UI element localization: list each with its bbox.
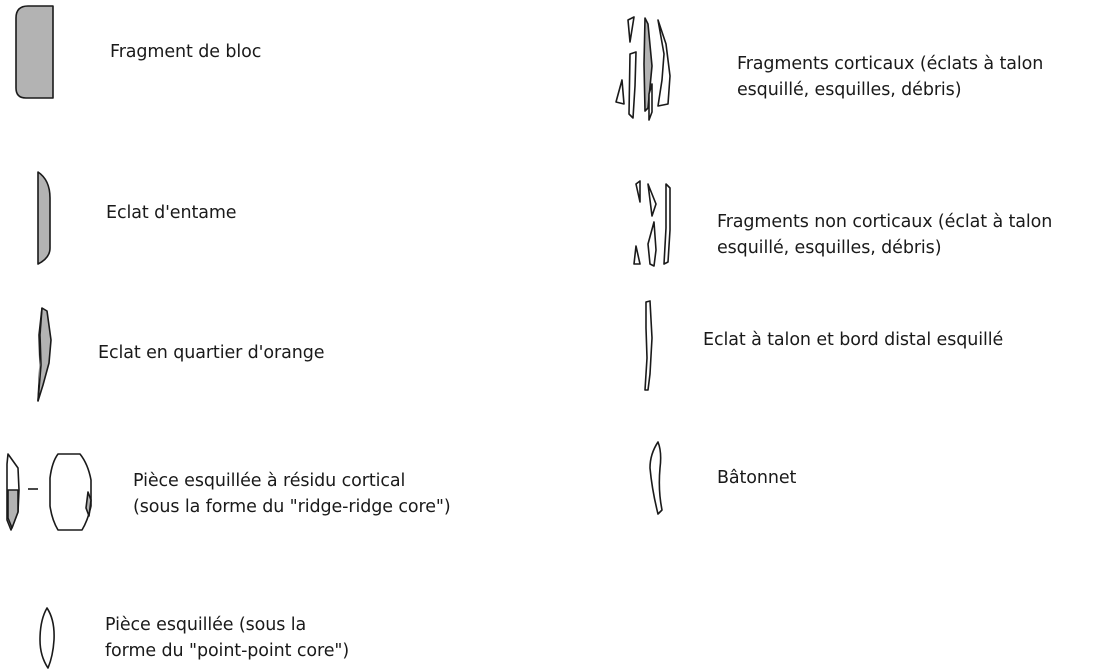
legend-label-fragments-non-corticaux: Fragments non corticaux (éclat à talon e… (717, 212, 1053, 258)
fragments-corticaux-icon (615, 16, 671, 121)
piece-esquillee-residu-profile-icon (6, 453, 20, 531)
piece-esquillee-point-point-icon (39, 607, 55, 669)
legend-label-batonnet: Bâtonnet (717, 468, 797, 488)
piece-esquillee-residu-face-icon (49, 453, 92, 531)
legend-label-eclat-talon-bord-distal: Eclat à talon et bord distal esquillé (703, 330, 1004, 350)
legend-label-piece-esquillee-residu-cortical: Pièce esquillée à résidu cortical (sous … (133, 471, 451, 517)
legend-label-eclat-d-entame: Eclat d'entame (106, 203, 237, 223)
separator-dash-icon (28, 488, 38, 490)
fragments-non-corticaux-icon (633, 180, 671, 267)
eclat-talon-bord-distal-icon (644, 300, 653, 391)
eclat-d-entame-icon (37, 171, 51, 265)
legend-label-fragments-corticaux: Fragments corticaux (éclats à talon esqu… (737, 54, 1044, 100)
batonnet-icon (649, 441, 663, 515)
fragment-de-bloc-icon (15, 5, 54, 99)
legend-label-piece-esquillee-point-point: Pièce esquillée (sous la forme du "point… (105, 615, 350, 661)
legend-label-fragment-de-bloc: Fragment de bloc (110, 42, 262, 62)
legend-label-eclat-quartier-orange: Eclat en quartier d'orange (98, 343, 325, 363)
eclat-quartier-orange-icon (37, 307, 52, 402)
